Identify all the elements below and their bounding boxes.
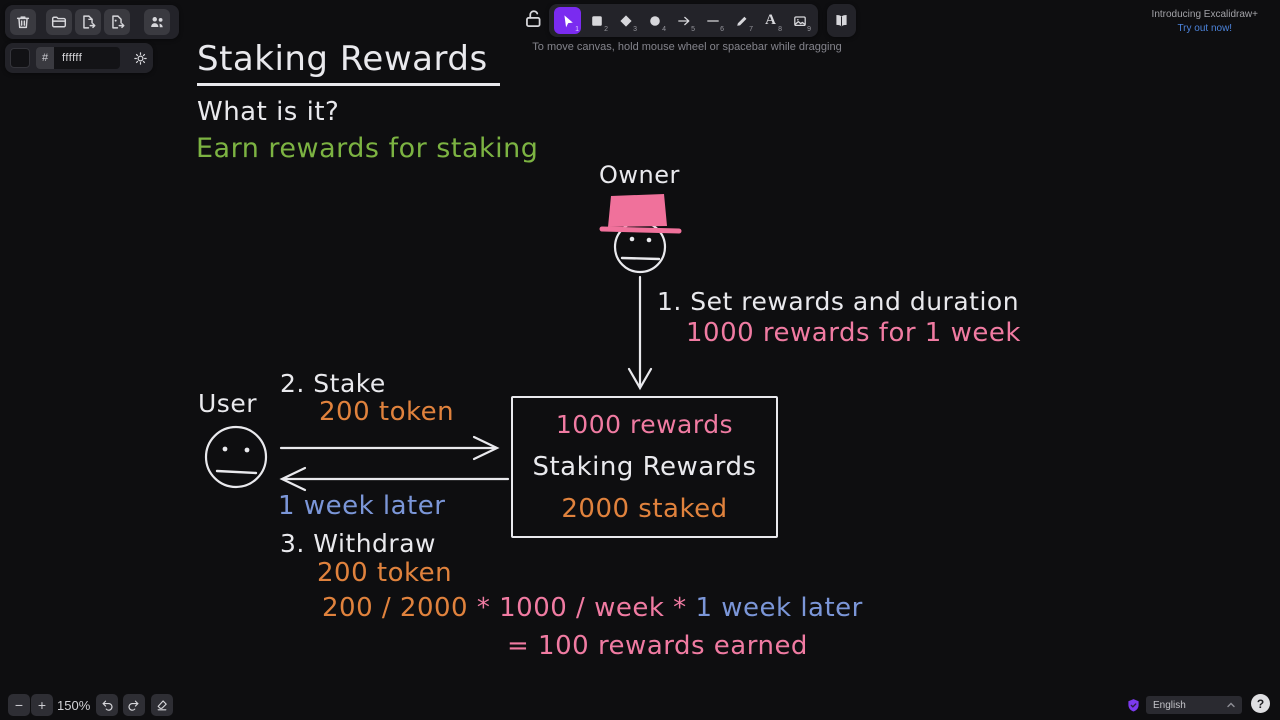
- library-button[interactable]: [827, 4, 856, 37]
- hex-color-value[interactable]: ffffff: [62, 52, 83, 64]
- withdraw-arrow[interactable]: [279, 466, 510, 492]
- undo-icon: [102, 700, 113, 711]
- minus-icon: −: [14, 697, 24, 713]
- eraser-icon: [157, 700, 167, 711]
- line-icon: [706, 19, 719, 22]
- sun-icon: [134, 51, 147, 65]
- owner-figure[interactable]: [599, 194, 682, 274]
- file-actions-panel: [5, 5, 179, 39]
- week-later-text[interactable]: 1 week later: [278, 491, 446, 521]
- formula-result[interactable]: = 100 rewards earned: [507, 631, 808, 661]
- diamond-icon: [619, 14, 632, 27]
- save-file-button[interactable]: [75, 9, 101, 35]
- ellipse-icon: [649, 15, 660, 26]
- canvas-background-swatch[interactable]: [10, 48, 30, 68]
- zoom-out-button[interactable]: −: [8, 694, 30, 716]
- tool-number: 7: [749, 26, 753, 33]
- unlock-icon: [526, 10, 541, 28]
- tool-number: 4: [662, 26, 666, 33]
- tool-ellipse[interactable]: 4: [641, 7, 668, 34]
- trash-icon: [16, 16, 30, 29]
- staking-contract-box[interactable]: 1000 rewards Staking Rewards 2000 staked: [511, 396, 778, 538]
- box-name-text[interactable]: Staking Rewards: [532, 451, 757, 482]
- rectangle-icon: [591, 15, 602, 26]
- image-icon: [793, 15, 806, 26]
- theme-toggle-button[interactable]: [133, 51, 148, 66]
- zoom-in-button[interactable]: +: [31, 694, 53, 716]
- tool-number: 8: [778, 26, 782, 33]
- canvas-title[interactable]: Staking Rewards: [197, 42, 500, 86]
- step3-detail-text[interactable]: 200 token: [317, 558, 453, 588]
- user-figure[interactable]: [204, 425, 268, 489]
- tool-selection[interactable]: 1: [554, 7, 581, 34]
- hash-prefix: #: [36, 47, 54, 69]
- tool-number: 2: [604, 26, 608, 33]
- text-tool-glyph: A: [765, 12, 776, 28]
- shield-icon: [1128, 699, 1139, 712]
- answer-text[interactable]: Earn rewards for staking: [196, 133, 539, 164]
- export-image-button[interactable]: [104, 9, 130, 35]
- tool-line[interactable]: 6: [699, 7, 726, 34]
- folder-icon: [51, 16, 67, 28]
- promo-link[interactable]: Try out now!: [1177, 22, 1233, 34]
- tool-text[interactable]: A 8: [757, 7, 784, 34]
- formula-orange-part: 200 / 2000: [322, 593, 469, 623]
- encryption-badge[interactable]: [1125, 697, 1142, 714]
- promo-title: Introducing Excalidraw+: [1151, 9, 1258, 20]
- open-file-button[interactable]: [46, 9, 72, 35]
- lock-tool-button[interactable]: [522, 8, 544, 30]
- shape-toolbar: 1 2 3 4 5 6 7 A 8: [549, 4, 818, 37]
- tool-rectangle[interactable]: 2: [583, 7, 610, 34]
- step2-text[interactable]: 2. Stake: [280, 369, 386, 398]
- question-text[interactable]: What is it?: [197, 97, 340, 127]
- plus-icon: +: [37, 697, 47, 713]
- image-export-icon: [112, 15, 125, 29]
- tool-image[interactable]: 9: [786, 7, 813, 34]
- zoom-level[interactable]: 150%: [57, 698, 91, 713]
- question-mark: ?: [1256, 696, 1265, 711]
- canvas-color-panel: # ffffff: [5, 43, 153, 73]
- redo-icon: [128, 700, 139, 711]
- pencil-icon: [736, 16, 746, 26]
- tool-number: 9: [807, 26, 811, 33]
- formula-blue-part: 1 week later: [695, 593, 863, 623]
- box-staked-text[interactable]: 2000 staked: [561, 493, 728, 524]
- caret-icon: [1227, 702, 1235, 708]
- arrow-icon: [677, 16, 689, 25]
- tool-diamond[interactable]: 3: [612, 7, 639, 34]
- tool-number: 6: [720, 26, 724, 33]
- step2-detail-text[interactable]: 200 token: [319, 397, 455, 427]
- cursor-icon: [563, 14, 573, 27]
- language-select[interactable]: English: [1146, 696, 1242, 714]
- formula-pink-part: * 1000 / week *: [468, 593, 696, 623]
- box-rewards-text[interactable]: 1000 rewards: [555, 410, 734, 440]
- tool-arrow[interactable]: 5: [670, 7, 697, 34]
- eraser-button[interactable]: [151, 694, 173, 716]
- hex-color-field[interactable]: # ffffff: [36, 47, 120, 69]
- tool-number: 3: [633, 26, 637, 33]
- redo-button[interactable]: [123, 694, 145, 716]
- user-label[interactable]: User: [198, 389, 257, 418]
- tool-number: 1: [575, 26, 579, 33]
- reward-formula[interactable]: 200 / 2000 * 1000 / week * 1 week later: [322, 595, 863, 621]
- stake-arrow[interactable]: [279, 435, 500, 461]
- step3-text[interactable]: 3. Withdraw: [280, 529, 436, 558]
- step1-text[interactable]: 1. Set rewards and duration: [657, 287, 1020, 316]
- excalidraw-plus-promo: Introducing Excalidraw+ Try out now!: [1152, 8, 1258, 35]
- step1-detail-text[interactable]: 1000 rewards for 1 week: [686, 318, 1021, 348]
- file-export-icon: [83, 15, 96, 29]
- live-collaboration-button[interactable]: [144, 9, 170, 35]
- owner-to-contract-arrow[interactable]: [627, 275, 653, 391]
- owner-label[interactable]: Owner: [599, 161, 680, 189]
- book-icon: [836, 15, 847, 27]
- language-value: English: [1153, 699, 1186, 711]
- tool-draw[interactable]: 7: [728, 7, 755, 34]
- users-icon: [151, 17, 163, 28]
- clear-canvas-button[interactable]: [10, 9, 36, 35]
- help-button[interactable]: ?: [1251, 694, 1270, 713]
- tool-number: 5: [691, 26, 695, 33]
- canvas-hint: To move canvas, hold mouse wheel or spac…: [532, 41, 842, 53]
- undo-button[interactable]: [96, 694, 118, 716]
